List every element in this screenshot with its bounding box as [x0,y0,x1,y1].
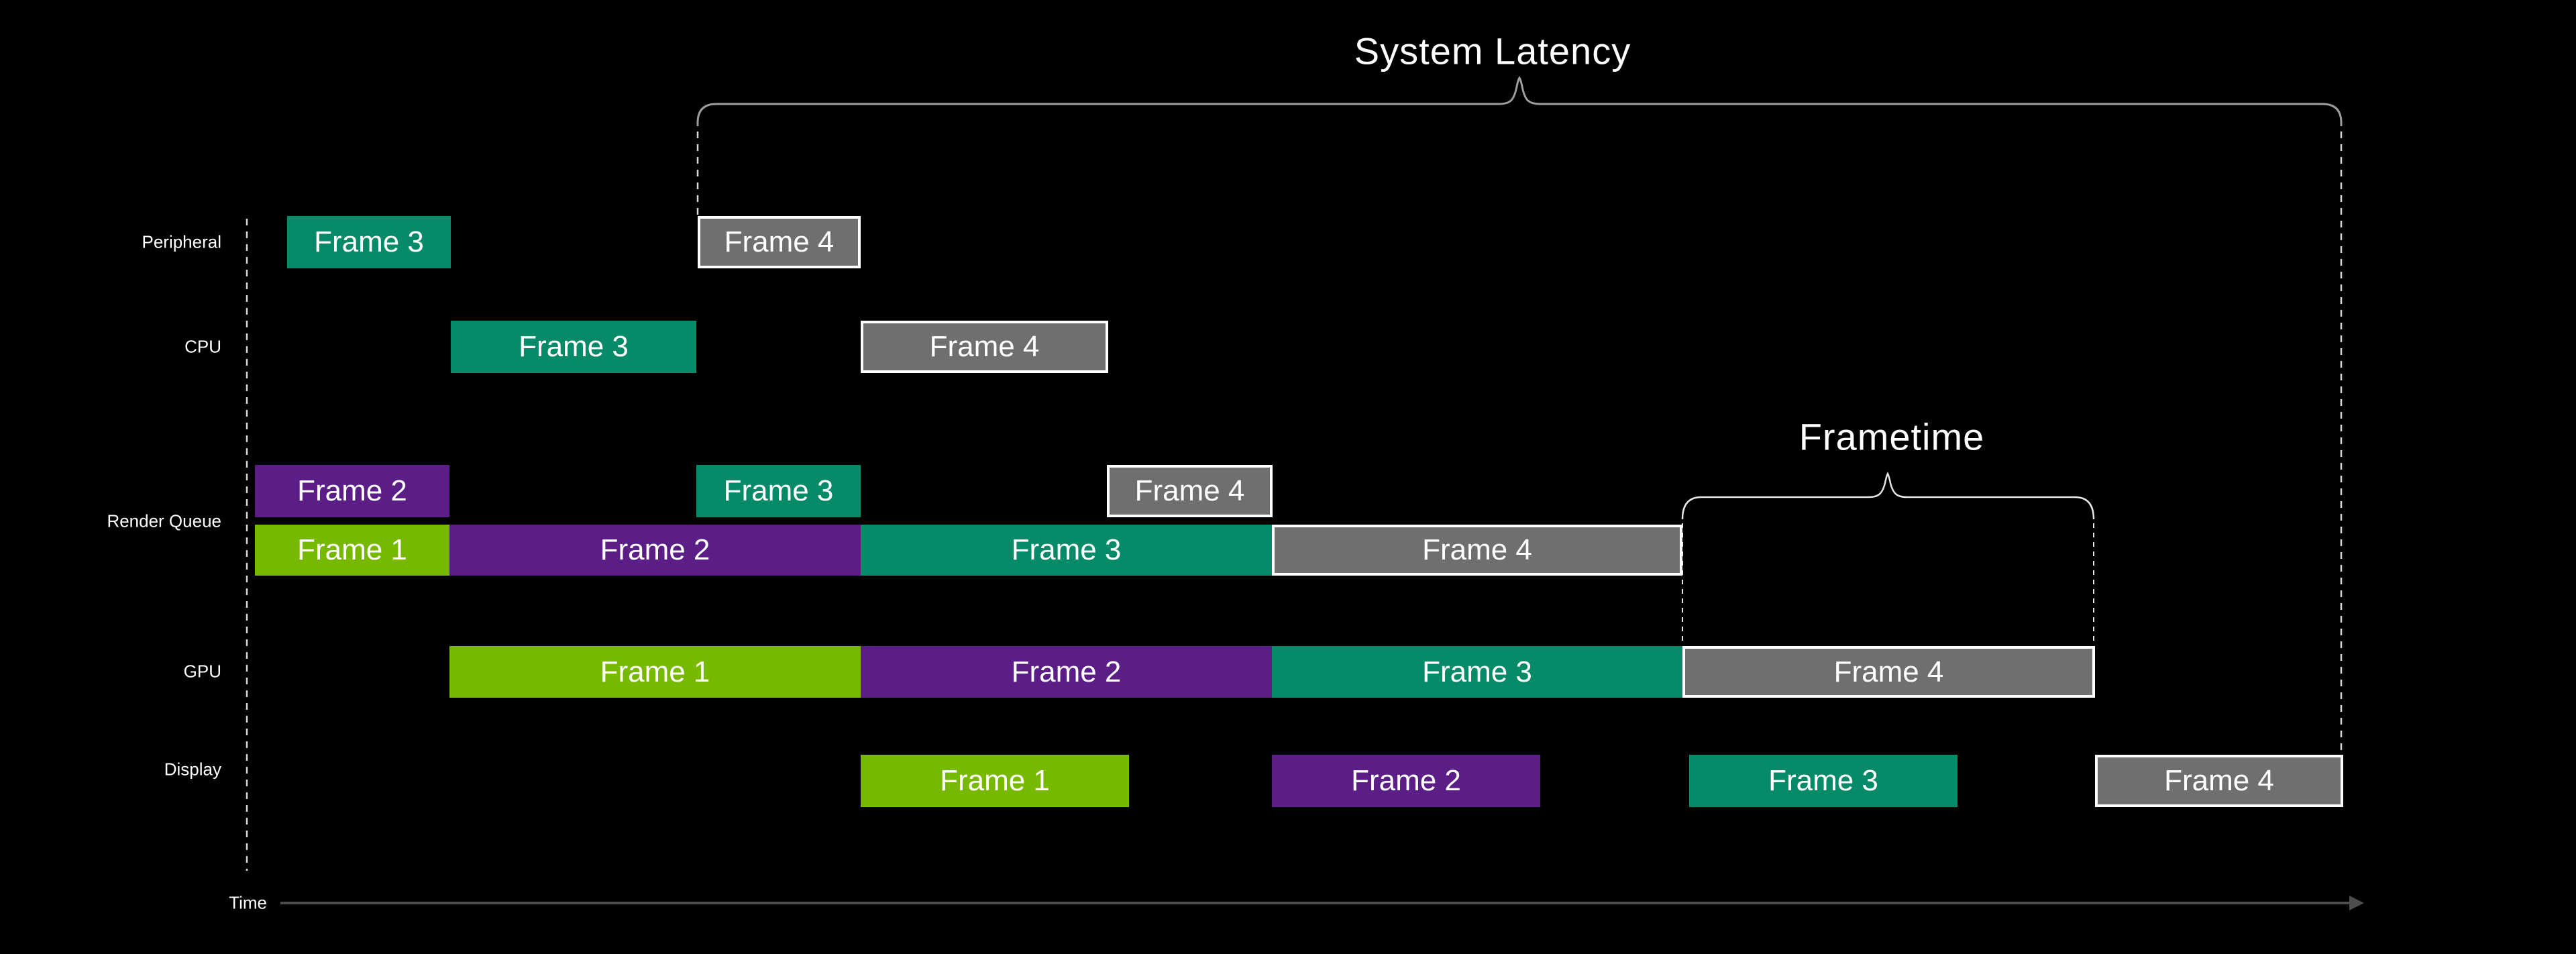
bar-render-queue-frame-2: Frame 2 [449,525,861,576]
bar-render-queue-frame-3: Frame 3 [696,465,861,517]
frametime-title: Frametime [1799,415,1985,458]
bar-peripheral-frame-3: Frame 3 [287,216,451,268]
system-latency-bracket [696,76,2343,126]
row-label-peripheral: Peripheral [142,231,221,252]
bar-gpu-frame-1: Frame 1 [449,646,861,698]
bar-label: Frame 2 [1011,655,1122,688]
bar-display-frame-4: Frame 4 [2095,755,2343,807]
time-axis-arrowhead-icon [2349,896,2364,910]
bar-cpu-frame-3: Frame 3 [451,321,696,373]
bar-display-frame-3: Frame 3 [1689,755,1957,807]
row-label-cpu: CPU [184,336,221,357]
bar-gpu-frame-4: Frame 4 [1682,646,2095,698]
bar-label: Frame 3 [314,225,424,258]
bar-render-queue-frame-4: Frame 4 [1272,525,1682,576]
row-label-gpu: GPU [183,661,221,682]
bar-label: Frame 2 [297,474,407,507]
bar-label: Frame 3 [1768,764,1878,797]
bar-gpu-frame-3: Frame 3 [1272,646,1682,698]
bar-label: Frame 4 [929,330,1040,363]
frametime-bracket [1681,472,2095,520]
bar-display-frame-1: Frame 1 [861,755,1129,807]
bar-label: Frame 1 [297,533,407,566]
bar-label: Frame 1 [600,655,710,688]
bar-render-queue-frame-1: Frame 1 [255,525,449,576]
bar-gpu-frame-2: Frame 2 [861,646,1272,698]
system-latency-title: System Latency [1354,30,1631,72]
bar-peripheral-frame-4: Frame 4 [698,216,861,268]
time-axis-label: Time [229,892,267,913]
row-label-display: Display [164,759,221,780]
row-label-render-queue: Render Queue [107,511,221,531]
bar-label: Frame 4 [1833,655,1944,688]
bar-render-queue-frame-4: Frame 4 [1107,465,1273,517]
bar-label: Frame 1 [940,764,1050,797]
bar-label: Frame 4 [2164,764,2274,797]
bar-label: Frame 2 [600,533,710,566]
bar-label: Frame 2 [1351,764,1461,797]
bar-render-queue-frame-2: Frame 2 [255,465,449,517]
bar-label: Frame 4 [1422,533,1532,566]
bar-label: Frame 3 [519,330,629,363]
bar-label: Frame 3 [1011,533,1122,566]
bar-label: Frame 3 [1422,655,1532,688]
bar-display-frame-2: Frame 2 [1272,755,1540,807]
bar-render-queue-frame-3: Frame 3 [861,525,1272,576]
bar-label: Frame 4 [724,225,835,258]
bar-label: Frame 4 [1134,474,1245,507]
bar-label: Frame 3 [723,474,834,507]
bar-cpu-frame-4: Frame 4 [861,321,1108,373]
